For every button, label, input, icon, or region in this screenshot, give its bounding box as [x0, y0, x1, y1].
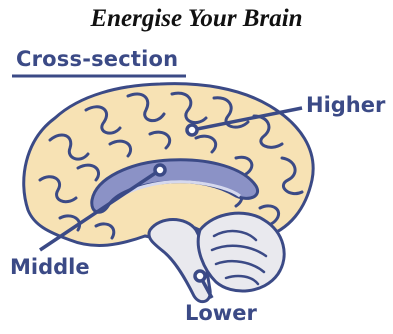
pointer-dot-higher — [187, 125, 197, 135]
label-higher: Higher — [306, 92, 385, 118]
brain-illustration — [0, 40, 393, 334]
cerebellum-shape — [198, 213, 284, 291]
pointer-dot-lower — [195, 271, 205, 281]
pointer-dot-middle — [155, 165, 165, 175]
page-title: Energise Your Brain — [0, 4, 393, 34]
brain-cross-section-figure: Cross-section — [0, 40, 393, 334]
label-lower: Lower — [185, 300, 257, 326]
label-middle: Middle — [10, 254, 90, 280]
